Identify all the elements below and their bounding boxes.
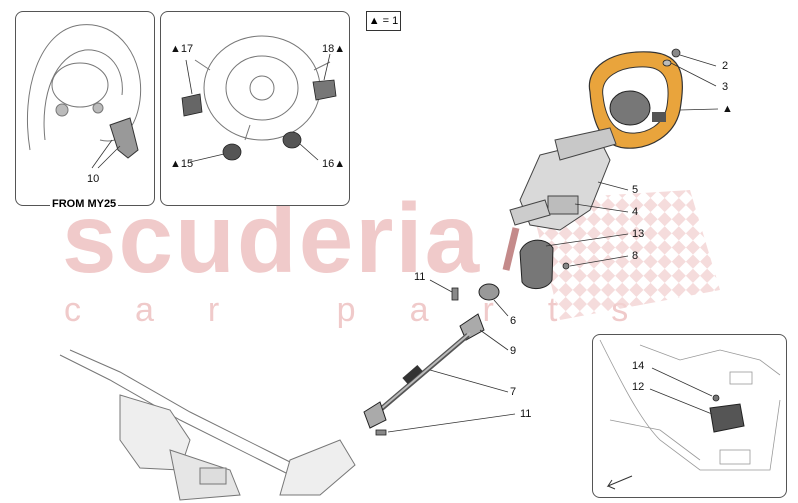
callout-11-lower: 11 (520, 408, 532, 420)
inset-caption: FROM MY25 (50, 198, 119, 210)
callout-2: 2 (722, 60, 729, 72)
part-16-roller-icon (282, 131, 302, 149)
callout-11-upper: 11 (414, 271, 426, 283)
part-15-roller-icon (222, 143, 242, 161)
legend-box: ▲ = 1 (366, 11, 401, 31)
inset-panel-module (592, 334, 787, 498)
watermark-flag (530, 190, 720, 320)
part-7-intermediate-shaft-icon (378, 332, 471, 412)
callout-3: 3 (722, 81, 729, 93)
callout-7: 7 (510, 386, 517, 398)
part-13-lock-housing-icon (519, 239, 554, 289)
callout-6: 6 (510, 315, 517, 327)
part-18-switch-icon (312, 79, 337, 101)
lower-universal-joint-icon (363, 401, 387, 429)
part-6-joint-icon (478, 283, 500, 301)
callout-12: 12 (632, 381, 645, 393)
callout-17: ▲17 (170, 43, 194, 55)
callout-1: ▲ (722, 103, 733, 115)
steering-wheel-icon (588, 51, 683, 149)
callout-16: 16▲ (322, 158, 346, 170)
callout-5: 5 (632, 184, 639, 196)
inset-wheel-rear (26, 24, 142, 151)
callout-14: 14 (632, 360, 645, 372)
part-10-paddle-icon (109, 117, 139, 159)
inset-panel-controls (160, 11, 350, 206)
steering-rack-icon (59, 349, 356, 501)
inset-wheel-front (194, 35, 331, 141)
part-14-screw-icon (712, 394, 720, 402)
part-4-bracket-icon (509, 199, 551, 226)
callout-13: 13 (632, 228, 645, 240)
part-12-control-module-icon (709, 403, 745, 433)
inset-panel-my25 (15, 11, 155, 206)
part-11-upper-bolt-icon (451, 287, 459, 301)
leader-lines (387, 54, 719, 433)
callout-9: 9 (510, 345, 517, 357)
part-3-washer-icon (662, 59, 672, 67)
callout-10: 10 (87, 173, 100, 185)
part-11-lower-bolt-icon (375, 429, 387, 436)
callout-18: 18▲ (322, 43, 346, 55)
part-8-bolt-icon (562, 262, 570, 270)
callout-8: 8 (632, 250, 639, 262)
callout-15: ▲15 (170, 158, 194, 170)
direction-arrow-icon (606, 475, 633, 490)
part-17-switch-icon (181, 93, 203, 117)
callout-4: 4 (632, 206, 639, 218)
watermark-subtitle: car parts (64, 291, 683, 329)
inset-module-background (599, 339, 781, 471)
shaft-upper-icon (502, 227, 520, 271)
part-2-nut-icon (671, 48, 681, 58)
